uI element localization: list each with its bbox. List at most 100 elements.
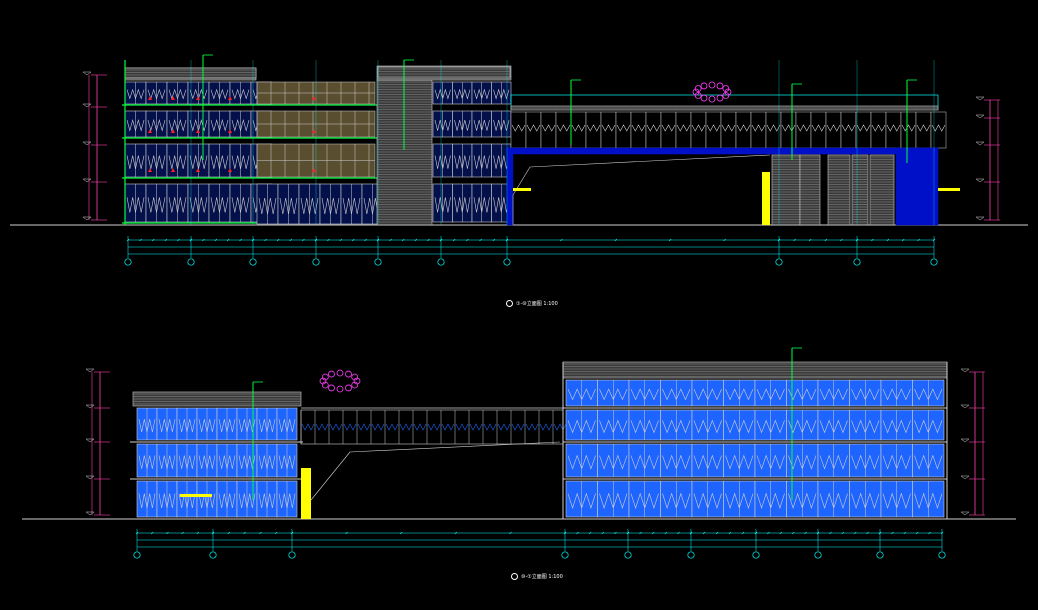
dimension-tick xyxy=(401,238,405,242)
window-bay xyxy=(432,110,453,138)
window-bay xyxy=(176,407,198,441)
glazing-zigzag xyxy=(851,454,880,470)
level-markers-right xyxy=(975,96,1000,221)
glazing-zigzag xyxy=(511,124,526,132)
dimension-tick xyxy=(664,531,668,535)
glazing-zigzag xyxy=(189,155,208,169)
level-triangle-icon xyxy=(82,71,92,76)
dimension-tick xyxy=(928,531,931,535)
dimension-tick xyxy=(777,238,781,242)
corridor-window xyxy=(810,111,827,149)
corridor-window xyxy=(720,111,737,149)
glazing-zigzag xyxy=(630,454,659,470)
window-bay xyxy=(786,443,819,478)
glazing-zigzag xyxy=(851,388,880,401)
glazing-zigzag xyxy=(321,197,340,215)
window-bay xyxy=(216,407,238,441)
glazing-zigzag xyxy=(567,388,596,401)
window-bay xyxy=(723,409,756,441)
dimension-tick xyxy=(639,531,642,535)
stone-panel xyxy=(851,154,869,226)
level-triangle-icon xyxy=(82,103,92,108)
level-triangle-icon xyxy=(975,216,985,221)
dimension-tick xyxy=(376,238,380,242)
level-triangle-icon xyxy=(960,511,970,516)
glazing-zigzag xyxy=(788,492,817,509)
window-bay xyxy=(754,379,787,407)
dimension-tick xyxy=(689,531,693,535)
glazing-zigzag xyxy=(413,423,427,431)
glazing-zigzag xyxy=(851,492,880,509)
level-triangle-icon xyxy=(82,141,92,146)
window-bay xyxy=(236,480,258,518)
glazing-zigzag xyxy=(473,88,490,100)
dimension-tick xyxy=(891,531,894,535)
axis-bubble xyxy=(374,258,382,266)
window-bay xyxy=(723,443,756,478)
window-bay xyxy=(849,379,882,407)
dimension-tick xyxy=(290,531,294,535)
glazing-zigzag xyxy=(434,88,451,100)
marker-icon xyxy=(148,168,152,172)
window-bay xyxy=(849,409,882,441)
stone-panel xyxy=(562,361,948,379)
axis-bubble xyxy=(930,258,938,266)
corridor-window xyxy=(750,111,767,149)
window-bay xyxy=(256,443,278,478)
dimension-tick xyxy=(767,531,770,535)
glazing-zigzag xyxy=(454,197,471,213)
glazing-zigzag xyxy=(178,419,196,433)
window-bay xyxy=(912,379,945,407)
glazing-zigzag xyxy=(914,388,943,401)
glazing-zigzag xyxy=(138,455,156,469)
window-bay xyxy=(880,480,913,518)
axis-bubble xyxy=(624,551,632,559)
roof-parapet-hatch xyxy=(562,361,948,379)
level-triangle-icon xyxy=(82,216,92,221)
axis-bubble xyxy=(249,258,257,266)
marker-icon xyxy=(312,129,316,133)
glazing-zigzag xyxy=(756,419,785,434)
glazing-zigzag xyxy=(300,197,319,215)
dimension-tick xyxy=(150,531,154,535)
glazing-zigzag xyxy=(841,124,856,132)
window-bay xyxy=(880,443,913,478)
window-bay xyxy=(256,183,279,225)
cloud-arc xyxy=(722,92,730,99)
window-bay xyxy=(229,143,252,178)
window-bay xyxy=(156,443,178,478)
window-bay xyxy=(216,480,238,518)
glazing-zigzag xyxy=(914,492,943,509)
window-bay xyxy=(187,110,210,138)
glazing-zigzag xyxy=(371,423,385,431)
glazing-zigzag xyxy=(886,124,901,132)
axis-bubble xyxy=(312,258,320,266)
corridor-window xyxy=(870,111,887,149)
corridor-window xyxy=(525,111,542,149)
level-triangle-icon xyxy=(960,404,970,409)
accent-bar xyxy=(513,188,531,191)
window-bay xyxy=(216,443,238,478)
dimension-tick xyxy=(702,531,706,535)
glazing-zigzag xyxy=(168,155,187,169)
dimension-tick xyxy=(274,531,278,535)
glazing-zigzag xyxy=(497,423,511,431)
window-bay xyxy=(276,407,298,441)
dimension-tick xyxy=(668,238,672,242)
window-bay xyxy=(565,443,598,478)
glazing-zigzag xyxy=(126,118,145,132)
marker-icon xyxy=(171,168,175,172)
dimension-tick xyxy=(723,238,726,242)
marker-icon xyxy=(148,96,152,100)
glazing-zigzag xyxy=(198,455,216,469)
axis-bubble xyxy=(561,551,569,559)
glazing-zigzag xyxy=(147,118,166,132)
elevation-bottom xyxy=(22,347,1016,559)
cloud-arc xyxy=(694,92,702,99)
axis-bubble xyxy=(938,551,946,559)
revision-cloud xyxy=(692,81,732,103)
corridor-window xyxy=(765,111,782,149)
glazing-zigzag xyxy=(616,124,631,132)
window-bay xyxy=(660,409,693,441)
dimension-tick xyxy=(177,238,180,242)
